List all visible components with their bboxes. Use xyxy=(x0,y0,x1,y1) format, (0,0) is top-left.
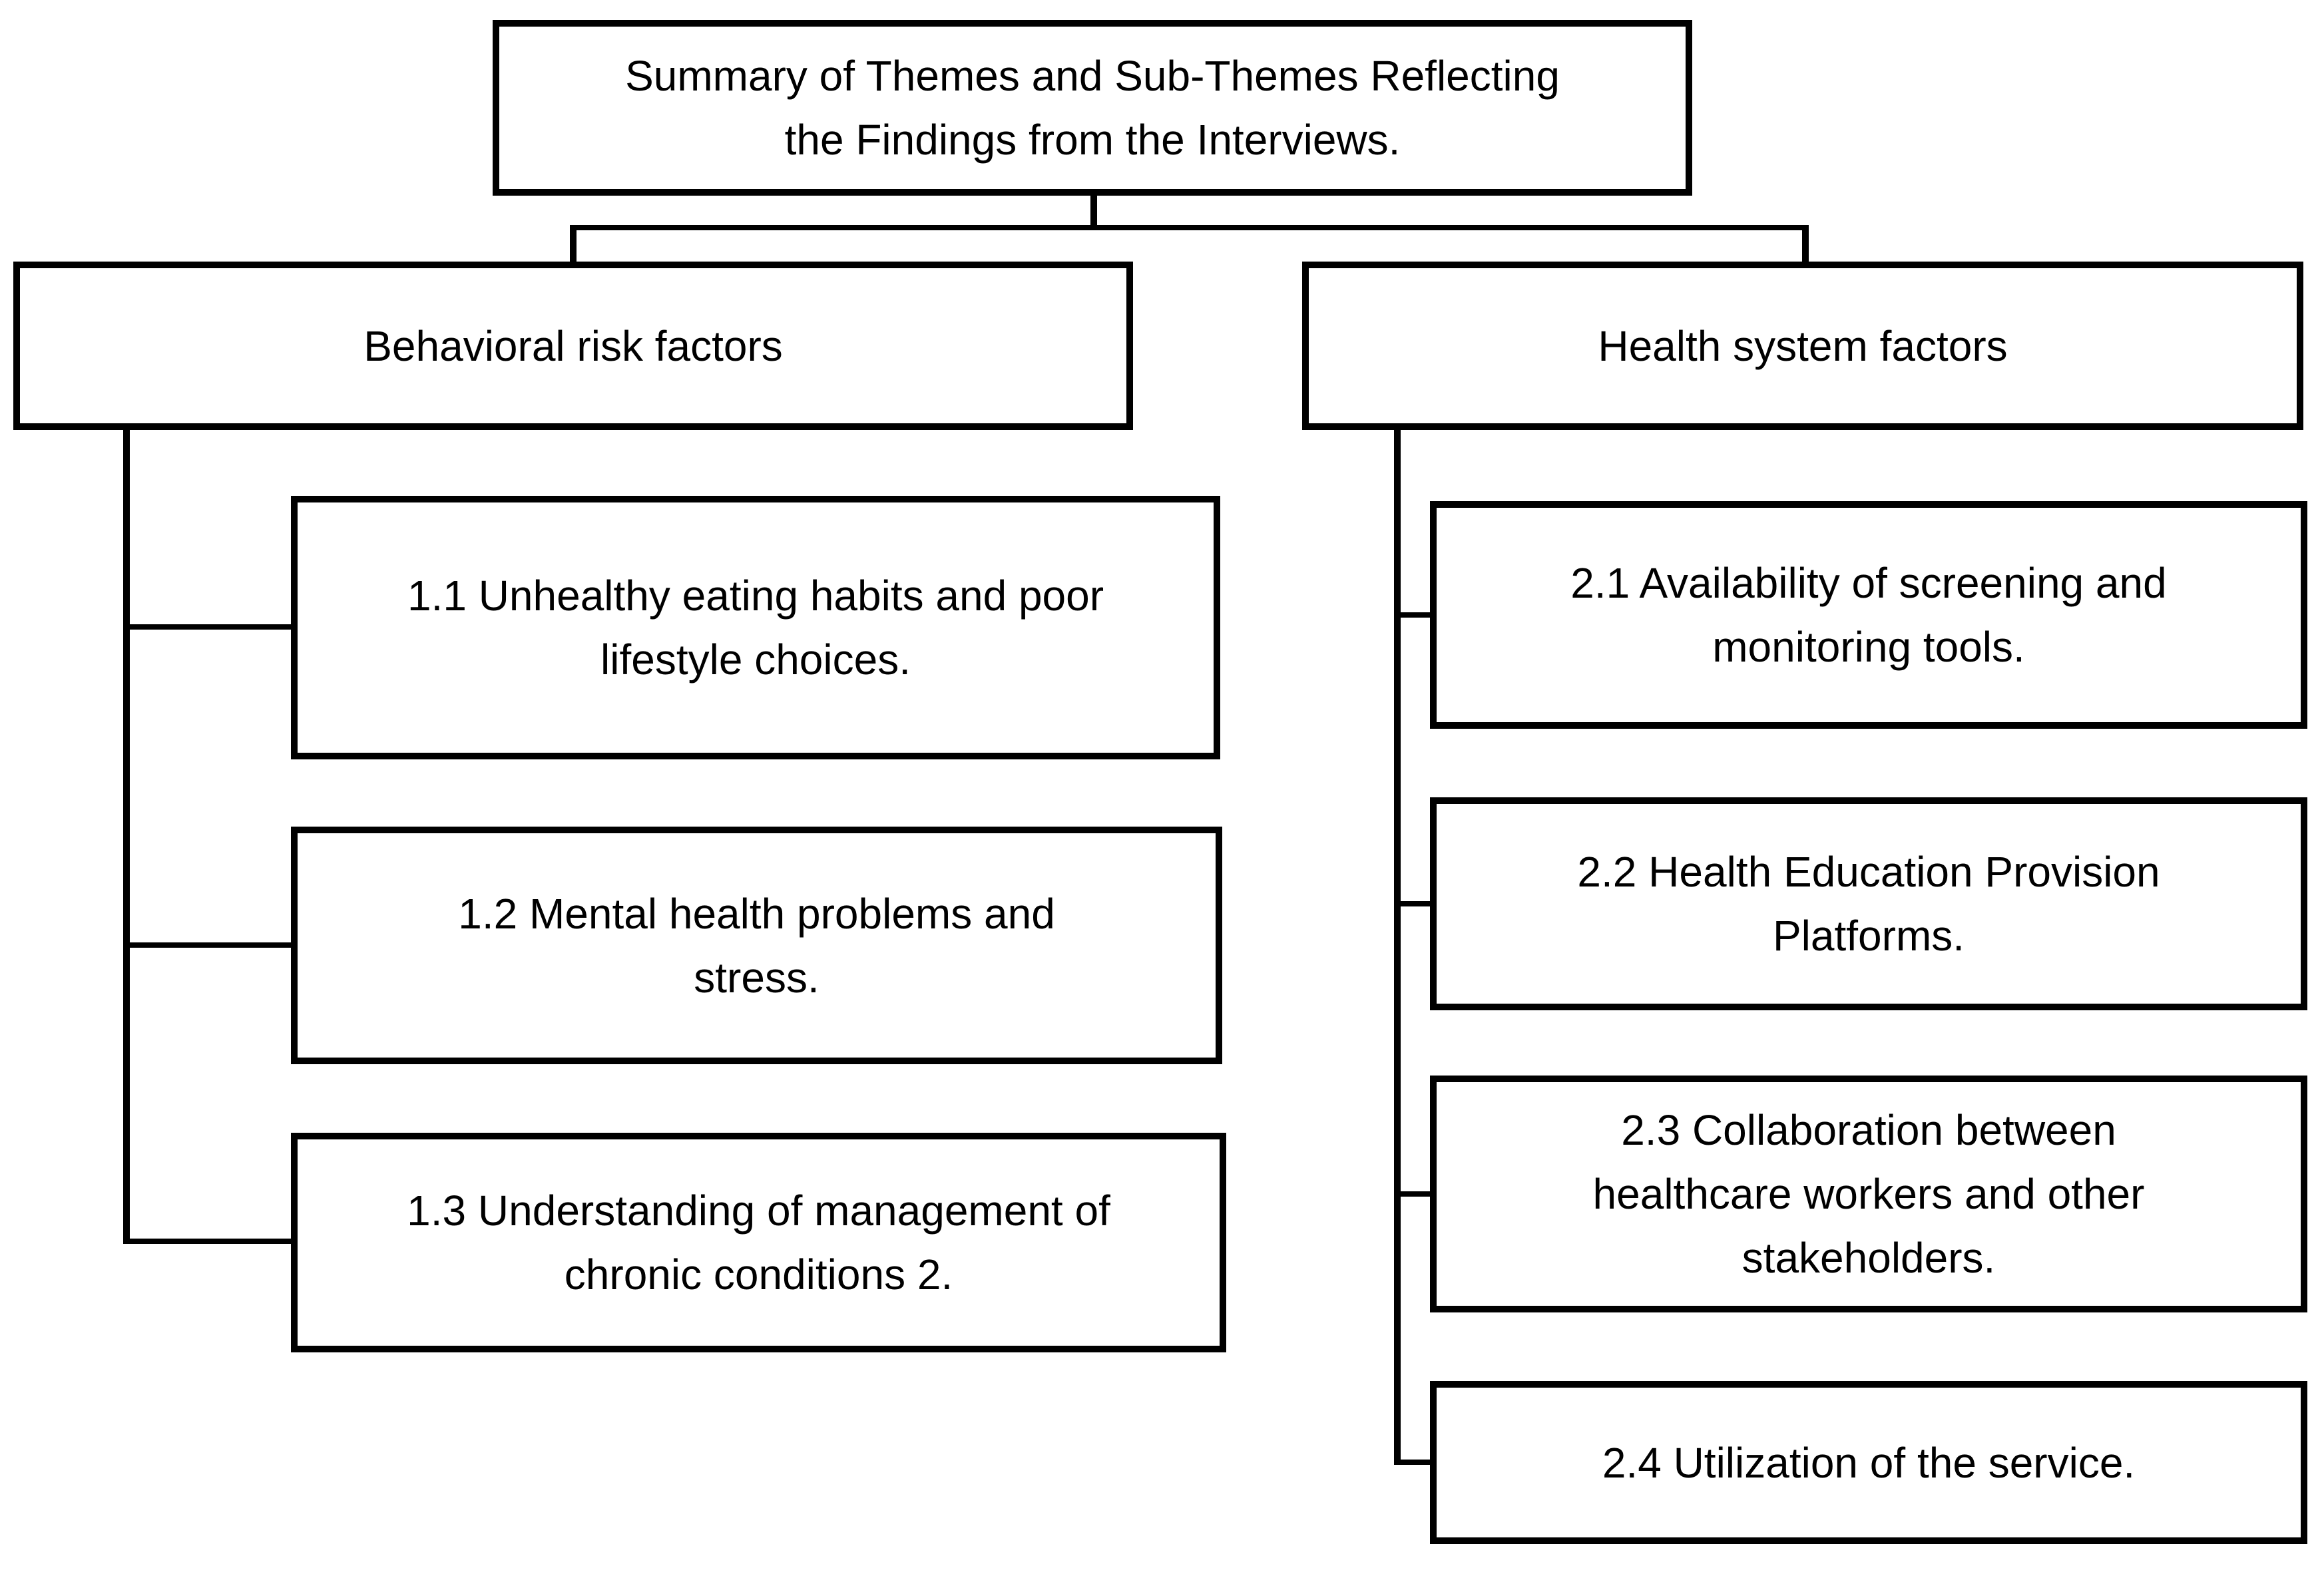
subtheme-box-2-3: 2.3 Collaboration between healthcare wor… xyxy=(1430,1076,2307,1312)
subtheme-box-2-1: 2.1 Availability of screening and monito… xyxy=(1430,501,2307,729)
connector-stub-1-3 xyxy=(126,1239,296,1244)
connector-trunk-left xyxy=(123,429,130,1244)
subtheme-text-line: 2.3 Collaboration between xyxy=(1621,1106,2116,1154)
connector-stub-2-3 xyxy=(1397,1191,1437,1197)
connector-drop-left xyxy=(570,226,577,263)
subtheme-text-line: 1.1 Unhealthy eating habits and poor xyxy=(407,572,1104,620)
title-text-line: Summary of Themes and Sub-Themes Reflect… xyxy=(625,52,1560,100)
subtheme-box-2-4: 2.4 Utilization of the service. xyxy=(1430,1381,2307,1544)
subtheme-text-line: stakeholders. xyxy=(1742,1234,1996,1282)
subtheme-box-2-2: 2.2 Health Education Provision Platforms… xyxy=(1430,797,2307,1010)
subtheme-text-line: 2.4 Utilization of the service. xyxy=(1602,1438,2136,1487)
connector-stub-2-4 xyxy=(1397,1460,1437,1465)
connector-trunk-right xyxy=(1394,429,1401,1465)
subtheme-text-line: 2.1 Availability of screening and xyxy=(1570,559,2167,607)
connector-stub-2-1 xyxy=(1397,612,1437,618)
subtheme-text-line: healthcare workers and other xyxy=(1592,1170,2145,1218)
subtheme-text-line: 1.3 Understanding of management of xyxy=(407,1187,1110,1235)
subtheme-text-line: stress. xyxy=(694,953,819,1002)
title-box: Summary of Themes and Sub-Themes Reflect… xyxy=(493,20,1692,196)
subtheme-box-1-3: 1.3 Understanding of management of chron… xyxy=(291,1133,1226,1352)
subtheme-text-line: 1.2 Mental health problems and xyxy=(458,889,1055,938)
subtheme-text-line: monitoring tools. xyxy=(1712,623,2025,671)
connector-drop-right xyxy=(1802,226,1809,263)
connector-stub-2-2 xyxy=(1397,901,1437,906)
subtheme-text-line: 2.2 Health Education Provision xyxy=(1577,848,2160,896)
branch-label: Behavioral risk factors xyxy=(363,321,783,370)
subtheme-text-line: chronic conditions 2. xyxy=(564,1251,953,1298)
subtheme-text-line: lifestyle choices. xyxy=(600,636,911,684)
subtheme-box-1-1: 1.1 Unhealthy eating habits and poor lif… xyxy=(291,496,1220,759)
branch-label: Health system factors xyxy=(1598,321,2008,370)
connector-title-stem xyxy=(1090,196,1097,230)
subtheme-text-line: Platforms. xyxy=(1772,912,1965,960)
title-text-line: the Findings from the Interviews. xyxy=(784,116,1401,164)
connector-top-hbar xyxy=(570,225,1809,230)
branch-box-health-system-factors: Health system factors xyxy=(1302,262,2303,430)
branch-box-behavioral-risk-factors: Behavioral risk factors xyxy=(13,262,1133,430)
connector-stub-1-1 xyxy=(126,624,296,630)
subtheme-box-1-2: 1.2 Mental health problems and stress. xyxy=(291,827,1222,1064)
connector-stub-1-2 xyxy=(126,942,296,948)
